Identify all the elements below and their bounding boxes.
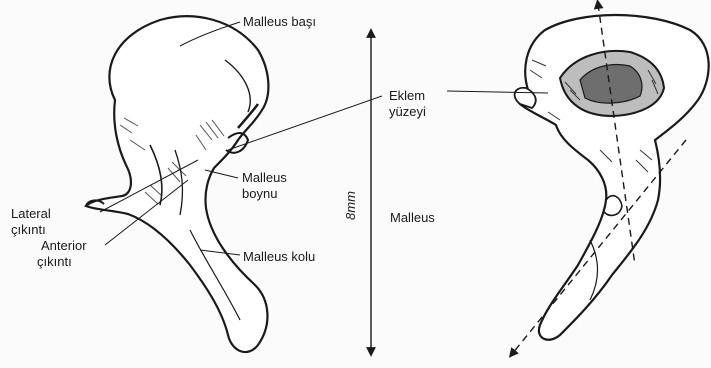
label-anterior-process-1: Anterior <box>41 238 87 253</box>
label-anterior-process-2: çıkıntı <box>37 254 72 269</box>
scale-label: 8mm <box>343 191 358 220</box>
label-lateral-process-2: çıkıntı <box>11 222 46 237</box>
label-malleus-head: Malleus başı <box>243 14 316 29</box>
label-lateral-process-1: Lateral <box>11 206 51 221</box>
label-malleus-neck-1: Malleus <box>242 170 287 185</box>
label-malleus-handle: Malleus kolu <box>243 249 315 264</box>
label-articular-surface-2: yüzeyi <box>389 104 426 119</box>
label-articular-surface-1: Eklem <box>389 88 425 103</box>
label-bone-name: Malleus <box>390 210 435 225</box>
label-malleus-neck-2: boynu <box>242 186 277 201</box>
malleus-medial-view <box>515 15 709 340</box>
